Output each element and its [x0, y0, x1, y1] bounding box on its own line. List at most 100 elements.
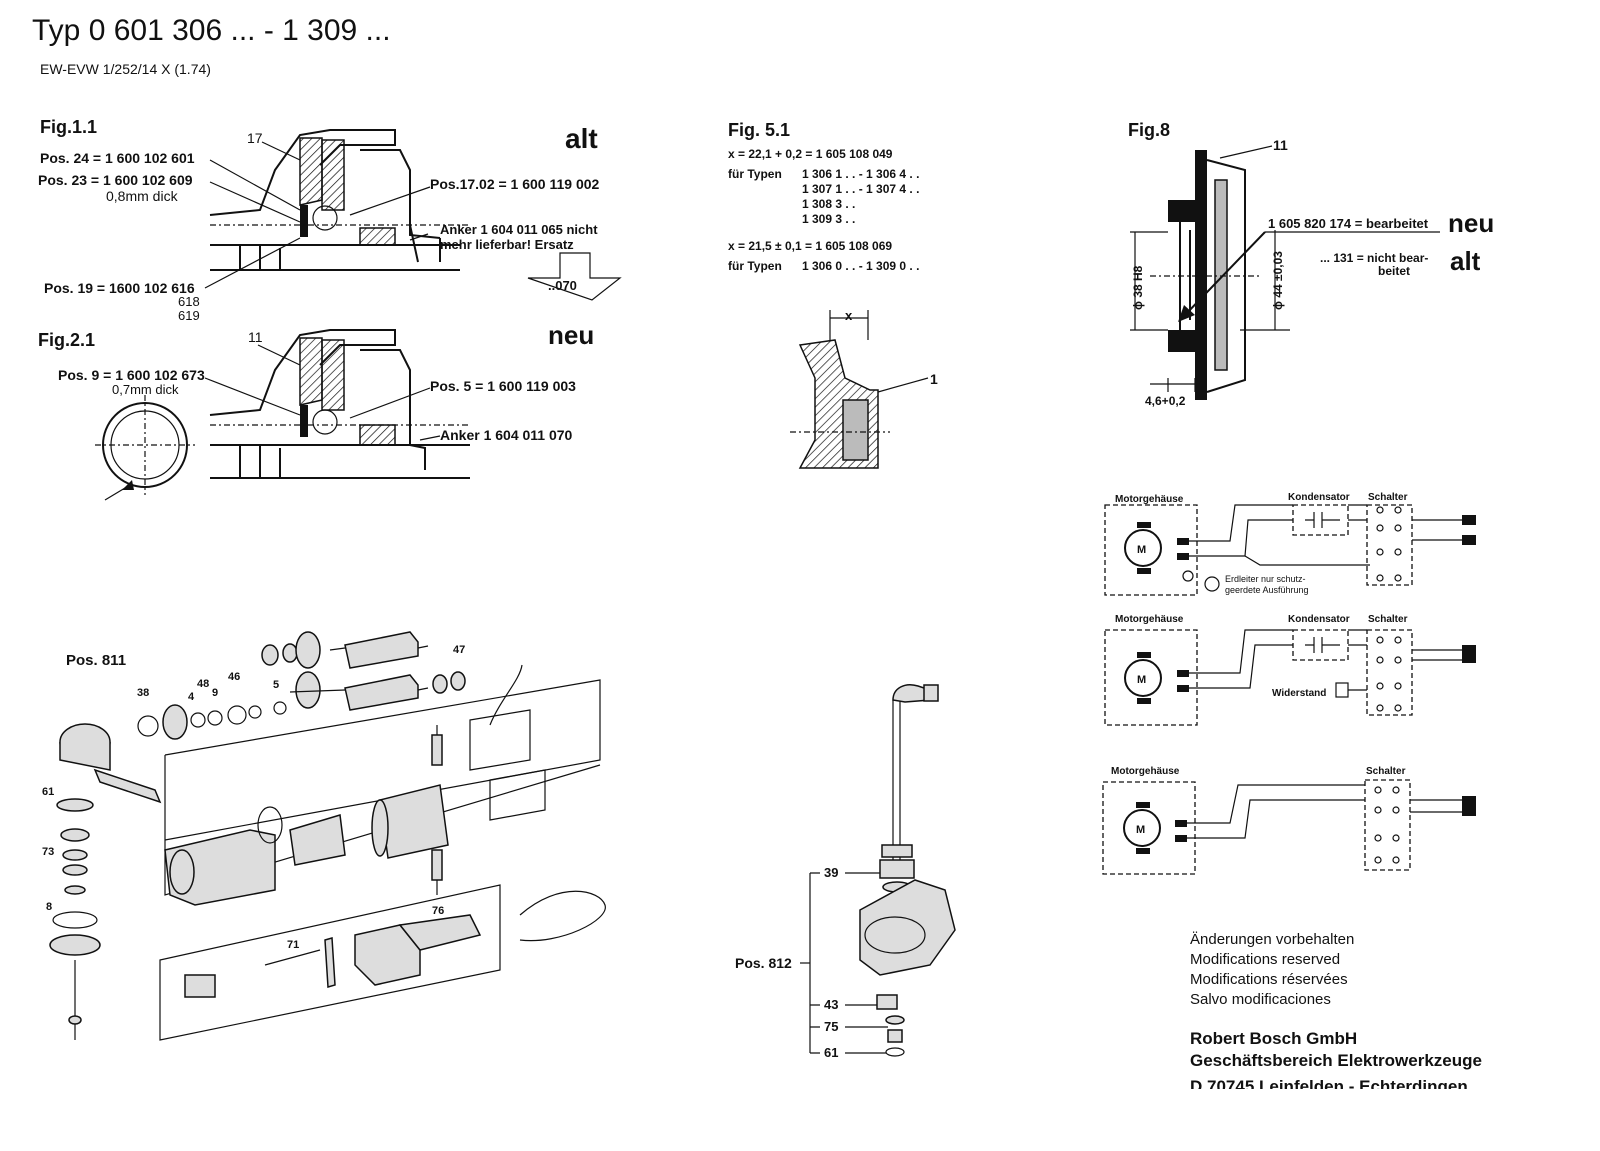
pos-812-tube [892, 700, 901, 860]
fig-2-1-label: Fig.2.1 [38, 330, 95, 350]
fig-1-1-pos23: Pos. 23 = 1 600 102 609 [38, 172, 193, 188]
fig-2-1: Fig.2.1 neu 11 Pos. 9 = 1 600 102 673 0,… [38, 320, 594, 501]
fig-5-1-line5: 1 309 3 . . [802, 212, 855, 226]
fig-2-1-tag: neu [548, 320, 594, 350]
fig-2-1-anker: Anker 1 604 011 070 [440, 427, 573, 443]
wiring-3-switch-box [1364, 779, 1411, 871]
fig-8-label: Fig.8 [1128, 120, 1170, 140]
fig-8-alt-text2: beitet [1378, 264, 1410, 278]
wiring-2-motor [1124, 659, 1162, 697]
fig-5-1-line2: 1 306 1 . . - 1 306 4 . . [802, 167, 919, 181]
wiring-1-motor-m: M [1137, 544, 1146, 556]
pos-812-callout: 43 [824, 997, 838, 1012]
fig-5-1-dimension-x [829, 310, 869, 340]
fig-8: Fig.8 11 ϕ 38 H8 ϕ 44 ±0,03 4,6+0,2 1 60… [1128, 120, 1494, 408]
fig-2-1-pos9: Pos. 9 = 1 600 102 673 [58, 367, 205, 383]
pos-811-callout: 4 [188, 691, 195, 703]
motor-housing [164, 829, 276, 906]
fig-5-1-line4: 1 308 3 . . [802, 197, 855, 211]
footer: Änderungen vorbehalten Modifications res… [1190, 931, 1482, 1096]
fig-8-alt-text1: ... 131 = nicht bear- [1320, 251, 1428, 265]
fig-2-1-pos9-note: 0,7mm dick [112, 382, 179, 397]
fig-1-1-pos24: Pos. 24 = 1 600 102 601 [40, 150, 195, 166]
fig-8-neu-text: 1 605 820 174 = bearbeitet [1268, 216, 1429, 231]
fig-1-1-pos19: Pos. 19 = 1600 102 616 [44, 280, 195, 296]
fig-5-1-line2-label: für Typen [728, 167, 782, 181]
fig-1-1-hatched-housing [299, 137, 323, 206]
armature-upper [344, 631, 419, 669]
sheet-title: Typ 0 601 306 ... - 1 309 ... [32, 14, 391, 47]
sheet-subtitle: EW-EVW 1/252/14 X (1.74) [40, 61, 211, 77]
fig-1-1-bearing [312, 205, 338, 231]
wiring-2-widerstand-label: Widerstand [1272, 688, 1326, 699]
fig-5-1-line1: x = 22,1 + 0,2 = 1 605 108 049 [728, 147, 893, 161]
wiring-2-motor-m: M [1137, 674, 1146, 686]
fig-8-neu-tag: neu [1448, 208, 1494, 238]
wiring-1-schalter-label: Schalter [1368, 492, 1408, 503]
fig-1-1-anker-line1: Anker 1 604 011 065 nicht [440, 222, 598, 237]
wiring-1-note1: Erdleiter nur schutz- [1225, 574, 1306, 584]
fig-8-flange [1195, 150, 1207, 400]
fig-8-dim-38: ϕ 38 H8 [1131, 265, 1145, 310]
wiring-1-note2: geerdete Ausführung [1225, 585, 1309, 595]
side-handle [93, 768, 162, 804]
earth-symbol [1204, 576, 1220, 592]
fig-5-1-dim-x: x [845, 308, 853, 323]
wiring-3-motor [1123, 809, 1161, 847]
pos-812-callout: 75 [824, 1019, 838, 1034]
fig-5-1-insert [842, 399, 869, 461]
fig-1-1-pos19-alt1: 618 [178, 294, 200, 309]
fig-1-1-arrow-ref: ..070 [548, 278, 577, 293]
pos-812-housing [859, 879, 956, 976]
power-cable [519, 890, 606, 942]
fig-5-1-line6: x = 21,5 ± 0,1 = 1 605 108 069 [728, 239, 892, 253]
footer-address: D 70745 Leinfelden - Echterdingen [1190, 1077, 1468, 1096]
wiring-2-motor-box [1104, 629, 1198, 726]
pos-811-callout: 71 [287, 939, 299, 951]
brush-upper [431, 734, 443, 766]
footer-company: Robert Bosch GmbH [1190, 1029, 1357, 1048]
wiring-3-motor-box [1102, 781, 1196, 875]
fig-8-alt-tag: alt [1450, 246, 1481, 276]
pos-811-callout: 9 [212, 687, 218, 699]
wiring-diagram-3: Motorgehäuse Schalter M [1102, 766, 1476, 875]
brush-holder [469, 709, 531, 771]
fig-1-1-tag: alt [565, 123, 598, 154]
switch [184, 974, 216, 998]
fig-8-dim-46: 4,6+0,2 [1145, 394, 1186, 408]
pos-812-callout: 61 [824, 1045, 838, 1060]
wiring-2-switch-box [1366, 629, 1413, 716]
pos-812-gear-head: 39 43 75 61 Pos. 812 [735, 684, 956, 1060]
footer-mod-es: Salvo modificaciones [1190, 991, 1331, 1008]
gear-lower [295, 671, 321, 709]
fig-8-dim-44: ϕ 44 ±0,03 [1271, 251, 1285, 310]
wiring-2-kond-label: Kondensator [1288, 614, 1350, 625]
wiring-1-motor-box [1104, 504, 1198, 596]
fig-8-dimension-44 [1240, 230, 1290, 331]
footer-mod-fr: Modifications réservées [1190, 971, 1348, 988]
capacitor-symbol [1305, 512, 1340, 528]
fig-2-1-housing [209, 329, 396, 416]
pos-811-callout: 48 [197, 678, 209, 690]
fig-5-1-callout-1: 1 [930, 371, 938, 387]
fig-5-1-line7-label: für Typen [728, 259, 782, 273]
brush-lower [431, 849, 443, 881]
field-coil [289, 814, 346, 866]
pos-812-callout: 39 [824, 865, 838, 880]
fig-5-1-line7: 1 306 0 . . - 1 309 0 . . [802, 259, 919, 273]
wiring-3-motor-label: Motorgehäuse [1111, 766, 1180, 777]
wiring-1-switch-box [1366, 504, 1413, 586]
fig-5-1-label: Fig. 5.1 [728, 120, 790, 140]
pos-811-callout: 46 [228, 671, 240, 683]
fig-1-1-callout-17: 17 [247, 130, 263, 146]
wiring-2-schalter-label: Schalter [1368, 614, 1408, 625]
fig-1-1-anker-line2: mehr lieferbar! Ersatz [440, 237, 574, 252]
fig-1-1-pos1702: Pos.17.02 = 1 600 119 002 [430, 176, 600, 192]
wiring-2-motor-label: Motorgehäuse [1115, 614, 1184, 625]
footer-mod-en: Modifications reserved [1190, 951, 1340, 968]
fig-8-callout-11: 11 [1273, 137, 1288, 153]
wiring-1-kond-label: Kondensator [1288, 492, 1350, 503]
pos-811-callout: 38 [137, 687, 149, 699]
wiring-1-motor-label: Motorgehäuse [1115, 494, 1184, 505]
